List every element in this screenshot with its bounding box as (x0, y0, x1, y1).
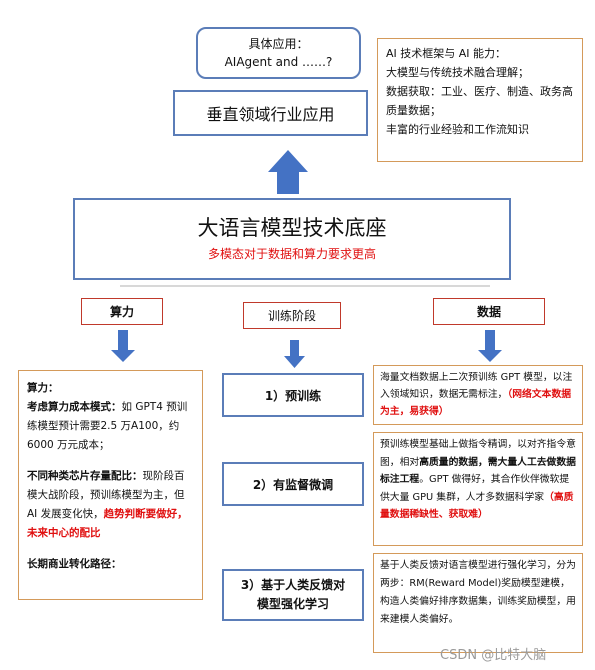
compute-cost-label: 考虑算力成本模式： (27, 401, 122, 413)
capability-line-3: 数据获取：工业、医疗、制造、政务高质量数据； (386, 85, 573, 117)
compute-detail-box: 算力： 考虑算力成本模式：如 GPT4 预训练模型预计需要2.5 万A100，约… (18, 370, 203, 600)
vertical-domain-label: 垂直领域行业应用 (206, 105, 335, 124)
application-examples: AIAgent and ……? (224, 55, 333, 69)
stage-sft: 2）有监督微调 (222, 462, 364, 506)
pillar-training-label: 训练阶段 (267, 309, 316, 323)
application-label: 具体应用： (248, 37, 309, 51)
data-pretrain-text: 海量文档数据上二次预训练 GPT 模型，以注入领域知识，数据无需标注， (380, 372, 573, 400)
pillar-data-label: 数据 (476, 305, 501, 319)
compute-cost-paragraph: 考虑算力成本模式：如 GPT4 预训练模型预计需要2.5 万A100，约 600… (27, 398, 194, 455)
capability-line-4: 丰富的行业经验和工作流知识 (386, 123, 529, 136)
pillar-compute: 算力 (81, 298, 163, 325)
commercial-path-label: 长期商业转化路径： (27, 558, 122, 570)
stage-pretrain-label: 1）预训练 (264, 388, 322, 403)
pillar-training: 训练阶段 (243, 302, 341, 329)
capability-line-2: 大模型与传统技术融合理解； (386, 66, 529, 79)
compute-heading: 算力： (27, 382, 59, 394)
stage-pretrain: 1）预训练 (222, 373, 364, 417)
data-sft-text-2: 。GPT 做得好，其合作伙伴微软提供大量 GPU 集群，人才多数据科学家 (380, 474, 570, 503)
data-rlhf-text: 基于人类反馈对语言模型进行强化学习，分为两步：RM(Reward Model)奖… (380, 560, 576, 625)
capability-box: AI 技术框架与 AI 能力： 大模型与传统技术融合理解； 数据获取：工业、医疗… (377, 38, 583, 162)
chip-ratio-warning: 趋势判断要做好，未来中心的配比 (27, 508, 188, 539)
data-sft-highlight: 高质量的数据，需大量人工去做数据标注工程 (380, 456, 576, 486)
foundation-box: 大语言模型技术底座 多模态对于数据和算力要求更高 (73, 198, 511, 280)
pillar-data: 数据 (433, 298, 545, 325)
down-arrow-data-icon (478, 330, 502, 362)
stage-sft-label: 2）有监督微调 (252, 477, 334, 492)
stage-rlhf: 3）基于人类反馈对 模型强化学习 (222, 569, 364, 621)
pillar-compute-label: 算力 (109, 305, 134, 319)
data-rlhf-box: 基于人类反馈对语言模型进行强化学习，分为两步：RM(Reward Model)奖… (373, 553, 583, 653)
compute-cost-text: 如 GPT4 预训练模型预计需要2.5 万A100，约 6000 万元成本； (27, 401, 188, 451)
chip-ratio-text: 现阶段百模大战阶段，预训练模型为主，但AI 发展变化快， (27, 470, 185, 520)
foundation-title: 大语言模型技术底座 (197, 216, 387, 240)
down-arrow-compute-icon (111, 330, 135, 362)
data-pretrain-box: 海量文档数据上二次预训练 GPT 模型，以注入领域知识，数据无需标注，（网络文本… (373, 365, 583, 425)
data-sft-text-1: 预训练模型基础上做指令精调，以对齐指令意图，相对 (380, 439, 576, 468)
chip-ratio-paragraph: 不同种类芯片存量配比：现阶段百模大战阶段，预训练模型为主，但AI 发展变化快，趋… (27, 467, 194, 543)
data-sft-note: （高质量数据稀缺性、获取难） (380, 491, 574, 521)
application-box: 具体应用： AIAgent and ……? (196, 27, 361, 79)
foundation-subtitle: 多模态对于数据和算力要求更高 (207, 247, 376, 261)
chip-ratio-label: 不同种类芯片存量配比： (27, 470, 143, 482)
stage-rlhf-label-1: 3）基于人类反馈对 (240, 578, 346, 592)
capability-line-1: AI 技术框架与 AI 能力： (386, 47, 507, 60)
data-pretrain-note: （网络文本数据为主，易获得） (380, 389, 572, 417)
up-arrow-icon (268, 150, 308, 194)
vertical-domain-box: 垂直领域行业应用 (173, 90, 368, 136)
down-arrow-training-icon (284, 340, 305, 368)
data-sft-box: 预训练模型基础上做指令精调，以对齐指令意图，相对高质量的数据，需大量人工去做数据… (373, 432, 583, 546)
stage-rlhf-label-2: 模型强化学习 (256, 597, 329, 611)
watermark: CSDN @比特大脑 (440, 648, 547, 663)
